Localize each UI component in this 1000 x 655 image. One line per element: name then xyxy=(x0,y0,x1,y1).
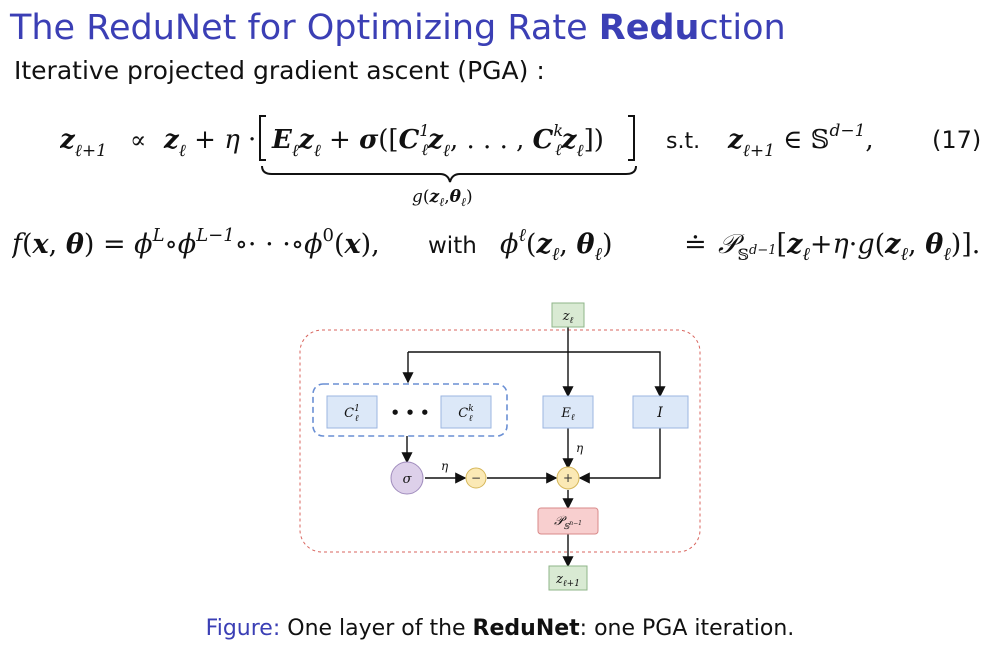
svg-text:zℓ+1 ∈ 𝕊d−1,: zℓ+1 ∈ 𝕊d−1, xyxy=(727,121,874,161)
title-bold-u: u xyxy=(674,8,700,48)
figure-caption: Figure: One layer of the ReduNet: one PG… xyxy=(0,616,1000,641)
svg-text:zℓ: zℓ xyxy=(562,309,574,326)
identity-label: I xyxy=(656,405,663,421)
identity-node xyxy=(632,395,689,429)
equation-f: f(x, θ) = ϕL∘ϕL−1∘· · ·∘ϕ0(x), with ϕℓ(z… xyxy=(12,225,980,265)
caption-bold-name: ReduNet xyxy=(472,616,580,641)
page-title: The ReduNet for Optimizing Rate Reductio… xyxy=(10,8,786,48)
svg-text:C1ℓ: C1ℓ xyxy=(344,404,360,424)
st-label: s.t. xyxy=(666,129,700,154)
c1-node xyxy=(326,395,378,429)
input-node xyxy=(551,302,585,328)
svg-text:∝: ∝ xyxy=(130,126,146,154)
title-suffix: ction xyxy=(699,8,786,48)
svg-text:𝒫𝕊d−1[zℓ+η·g(zℓ, θℓ)].: 𝒫𝕊d−1[zℓ+η·g(zℓ, θℓ)]. xyxy=(718,229,980,265)
caption-text-before: One layer of the xyxy=(287,616,473,641)
equation-number: (17) xyxy=(932,126,981,154)
svg-text:Ckℓ: Ckℓ xyxy=(458,404,473,424)
sigma-node xyxy=(390,461,424,495)
eta-label-sigma: η xyxy=(441,459,449,473)
title-prefix: The ReduNet for Optimizing Rate xyxy=(10,8,599,48)
e-node xyxy=(542,395,594,429)
ck-node xyxy=(440,395,492,429)
plus-label: + xyxy=(563,471,573,485)
cluster-group-boundary xyxy=(312,383,508,437)
caption-text-after: : one PGA iteration. xyxy=(579,616,795,641)
with-label: with xyxy=(428,233,477,259)
plus-node xyxy=(556,466,580,490)
subtitle: Iterative projected gradient ascent (PGA… xyxy=(14,56,545,85)
svg-text:f(x, θ) = ϕL∘ϕL−1∘· · ·∘ϕ0(x),: f(x, θ) = ϕL∘ϕL−1∘· · ·∘ϕ0(x), xyxy=(12,225,380,260)
minus-node xyxy=(465,467,487,489)
ellipsis: • • • xyxy=(390,404,429,422)
figure-label: Figure: xyxy=(205,616,281,641)
eta-label-e: η xyxy=(576,441,584,455)
svg-text:zℓ+1: zℓ+1 xyxy=(60,125,107,161)
sigma-label: σ xyxy=(403,472,413,487)
svg-text:g(zℓ,θℓ): g(zℓ,θℓ) xyxy=(412,187,473,208)
svg-text:≐: ≐ xyxy=(684,229,707,260)
output-node xyxy=(548,565,588,591)
layer-boundary xyxy=(299,329,701,553)
projection-node xyxy=(537,507,599,535)
minus-label: − xyxy=(471,471,481,485)
title-bold-red: Red xyxy=(598,8,675,48)
svg-text:ϕℓ(zℓ, θℓ): ϕℓ(zℓ, θℓ) xyxy=(500,225,613,265)
svg-text:zℓ + η ·: zℓ + η · xyxy=(163,125,256,161)
